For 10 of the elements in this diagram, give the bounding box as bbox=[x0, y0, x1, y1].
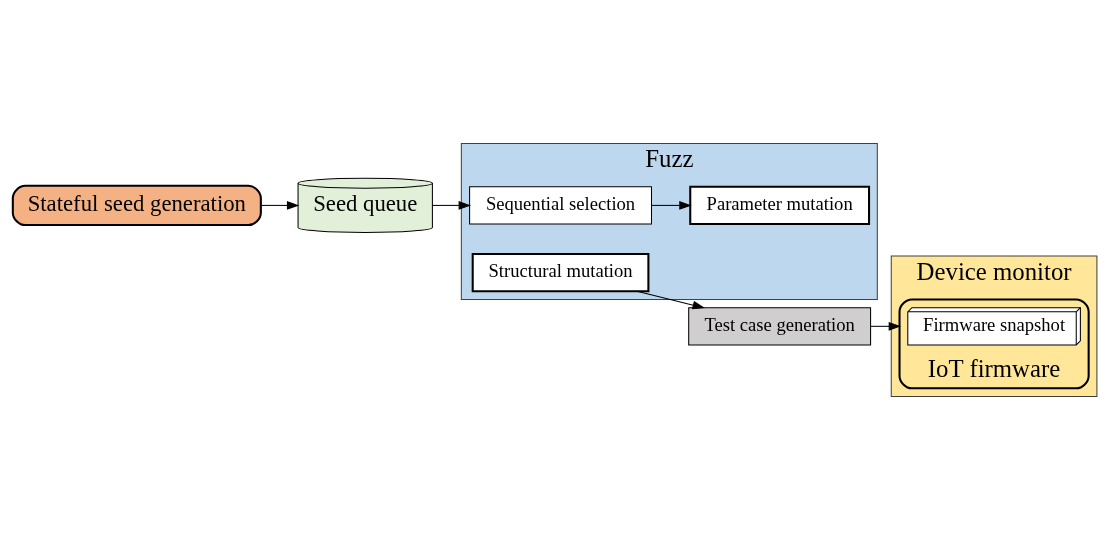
node-box: Parameter mutation bbox=[689, 185, 871, 225]
arrow bbox=[651, 200, 692, 210]
arrow bbox=[431, 200, 471, 210]
node-box: Stateful seed generation bbox=[11, 184, 262, 226]
arrow bbox=[870, 321, 902, 331]
arrow bbox=[636, 290, 705, 309]
node-box: Sequential selection bbox=[469, 185, 652, 225]
arrow bbox=[260, 200, 300, 210]
node-box: Test case generation bbox=[688, 306, 872, 345]
node-box: Structural mutation bbox=[471, 252, 650, 292]
